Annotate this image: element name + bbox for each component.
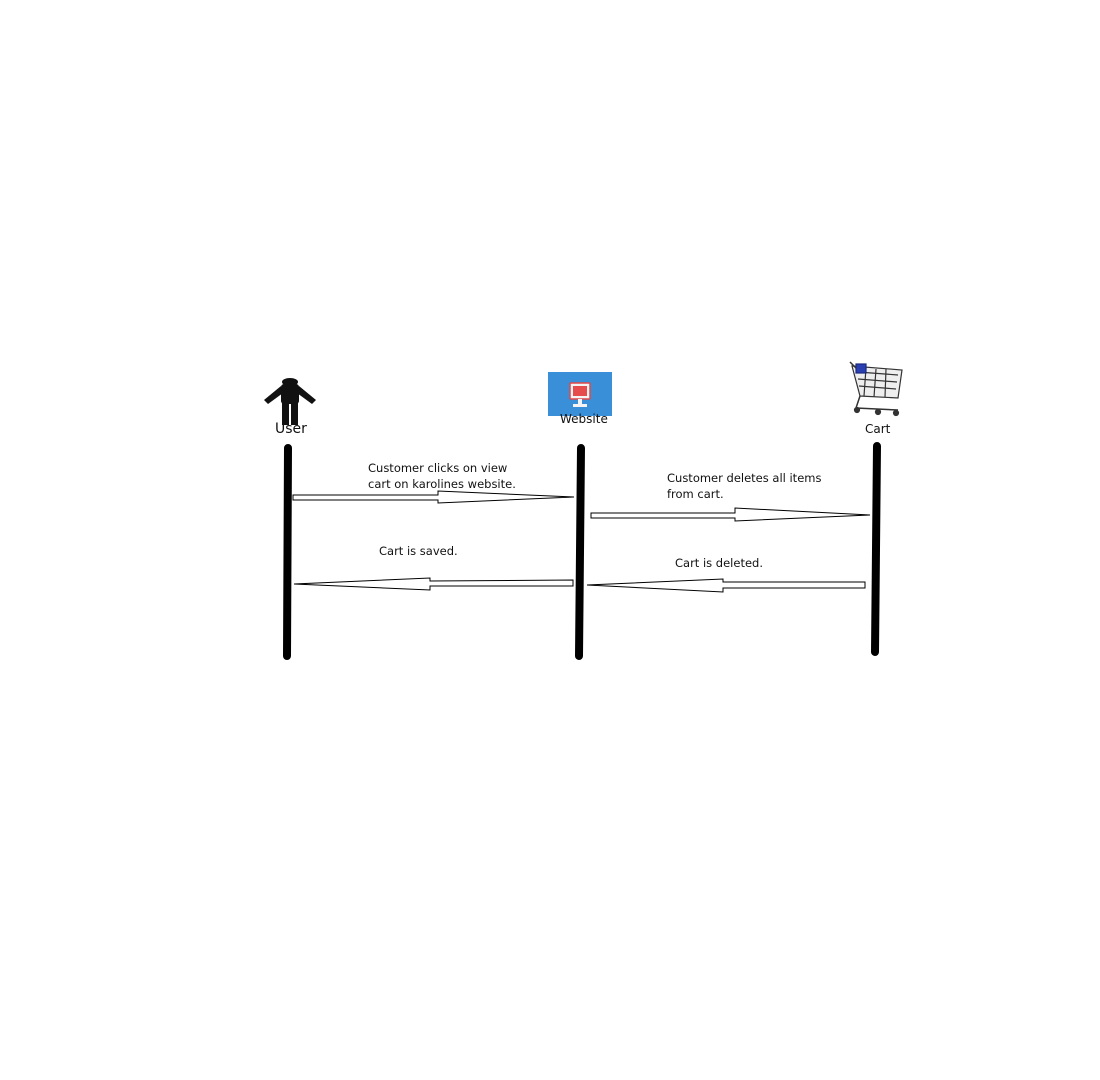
message-label-cart-deleted: Cart is deleted. [675, 555, 763, 571]
message-label-cart-saved: Cart is saved. [379, 543, 458, 559]
cart-actor-label: Cart [865, 422, 891, 436]
message-line: Customer deletes all items [667, 471, 822, 485]
message-arrow-website-to-user [293, 577, 574, 591]
message-line: from cart. [667, 487, 724, 501]
message-line: Cart is deleted. [675, 556, 763, 570]
monitor-icon [548, 372, 612, 416]
message-label-delete-items: Customer deletes all items from cart. [667, 470, 821, 502]
message-arrow-cart-to-website [586, 578, 866, 593]
message-line: cart on karolines website. [368, 477, 516, 491]
message-label-view-cart: Customer clicks on view cart on karoline… [368, 460, 516, 492]
cart-lifeline [871, 442, 881, 656]
user-actor-label: User [275, 421, 307, 437]
website-lifeline [575, 444, 585, 660]
message-arrow-website-to-cart [590, 507, 871, 522]
message-arrow-user-to-website [292, 490, 575, 504]
user-lifeline [283, 444, 292, 660]
message-line: Customer clicks on view [368, 461, 508, 475]
user-figure-icon [264, 378, 316, 425]
shopping-cart-icon [849, 361, 903, 417]
website-actor-label: Website [560, 412, 608, 426]
message-line: Cart is saved. [379, 544, 458, 558]
